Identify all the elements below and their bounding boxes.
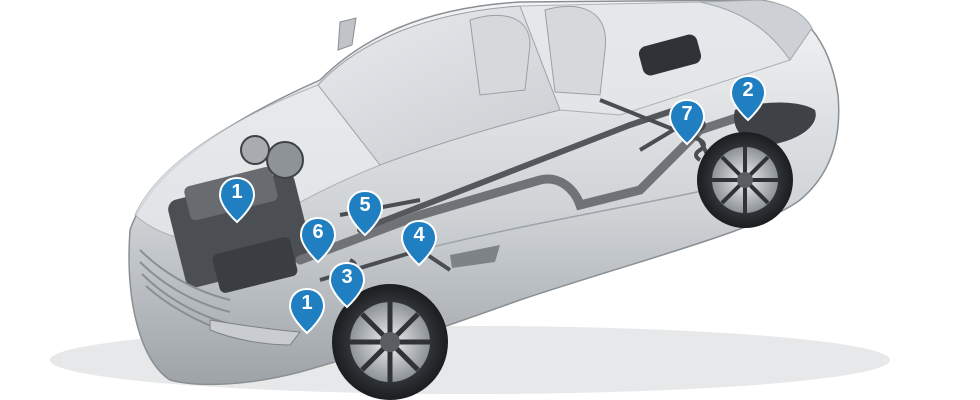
callout-label: 4	[413, 224, 425, 246]
callout-marker-1-front-brake[interactable]: 1	[288, 287, 326, 335]
callout-marker-6-engine-mount[interactable]: 6	[299, 216, 337, 264]
callout-label: 1	[301, 292, 313, 314]
callout-label: 2	[742, 79, 754, 101]
callout-marker-3-front-strut[interactable]: 3	[328, 261, 366, 309]
rear-wheel	[697, 132, 793, 228]
pin-icon	[218, 176, 256, 224]
callout-label: 3	[341, 266, 353, 288]
pin-icon	[400, 219, 438, 267]
callout-marker-7-rear-suspension[interactable]: 7	[668, 98, 706, 146]
pin-icon	[299, 216, 337, 264]
door-line	[419, 184, 731, 251]
headlight	[209, 319, 301, 346]
callout-label: 1	[231, 181, 243, 203]
pin-icon	[328, 261, 366, 309]
callout-marker-5-steering[interactable]: 5	[346, 189, 384, 237]
pin-icon	[729, 74, 767, 122]
side-vent	[450, 245, 500, 268]
callout-label: 5	[359, 194, 371, 216]
engine	[168, 135, 312, 293]
callout-label: 7	[681, 103, 693, 125]
seats	[469, 5, 607, 96]
front-wheel	[332, 284, 448, 400]
callout-marker-2-rear-muffler[interactable]: 2	[729, 74, 767, 122]
pin-icon	[668, 98, 706, 146]
pin-icon	[288, 287, 326, 335]
side-mirror	[337, 17, 357, 51]
pin-icon	[346, 189, 384, 237]
callout-marker-4-front-subframe[interactable]: 4	[400, 219, 438, 267]
fuel-tank	[638, 34, 702, 76]
rear-window	[699, 0, 813, 61]
callout-marker-1-engine[interactable]: 1	[218, 176, 256, 224]
callout-label: 6	[312, 221, 324, 243]
exhaust-pipe	[295, 105, 765, 265]
